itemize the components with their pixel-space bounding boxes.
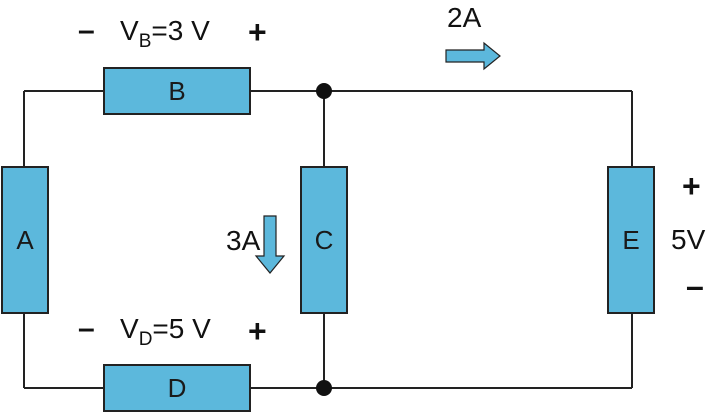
component-a-label: A	[16, 225, 34, 255]
voltage-e-plus: +	[682, 168, 701, 204]
voltage-d-label: – VD=5 V +	[78, 312, 267, 350]
wires	[23, 90, 633, 389]
junction-bottom	[316, 380, 332, 396]
voltage-b-minus: –	[78, 14, 95, 47]
component-a: A	[1, 166, 49, 314]
component-c-label: C	[315, 225, 334, 255]
current-c-arrow-icon	[254, 215, 286, 274]
voltage-d-minus: –	[78, 312, 95, 345]
component-a-body	[1, 166, 49, 314]
component-c-body	[300, 166, 348, 314]
junction-top	[316, 83, 332, 99]
component-d-label: D	[168, 373, 187, 403]
voltage-b-symbol: V	[120, 15, 139, 46]
voltage-b-subscript: B	[139, 31, 152, 52]
voltage-d-plus: +	[248, 313, 267, 349]
component-b-body	[103, 67, 251, 115]
current-top-indicator: 2A	[445, 2, 501, 71]
voltage-d-value: =5 V	[152, 313, 211, 344]
component-c: C	[300, 166, 348, 314]
component-b: B	[103, 67, 251, 115]
voltage-d-expression: VD=5 V	[120, 313, 211, 350]
current-top-label: 2A	[447, 2, 482, 33]
component-b-label: B	[168, 76, 185, 106]
voltage-e-label: + 5V –	[671, 168, 706, 304]
voltage-b-plus: +	[248, 14, 267, 50]
component-d-body	[103, 364, 251, 412]
current-top-arrow-icon	[445, 41, 501, 71]
component-d: D	[103, 364, 251, 412]
voltage-e-minus: –	[686, 268, 704, 304]
component-e-label: E	[622, 225, 639, 255]
component-e: E	[607, 166, 655, 314]
voltage-b-label: – VB=3 V +	[78, 14, 267, 52]
current-c-indicator: 3A	[226, 215, 286, 274]
voltage-d-symbol: V	[120, 313, 139, 344]
voltage-e-value: 5V	[671, 224, 706, 255]
voltage-d-subscript: D	[139, 329, 153, 350]
voltage-b-expression: VB=3 V	[120, 15, 210, 52]
component-e-body	[607, 166, 655, 314]
current-c-label: 3A	[226, 225, 261, 256]
voltage-b-value: =3 V	[151, 15, 210, 46]
